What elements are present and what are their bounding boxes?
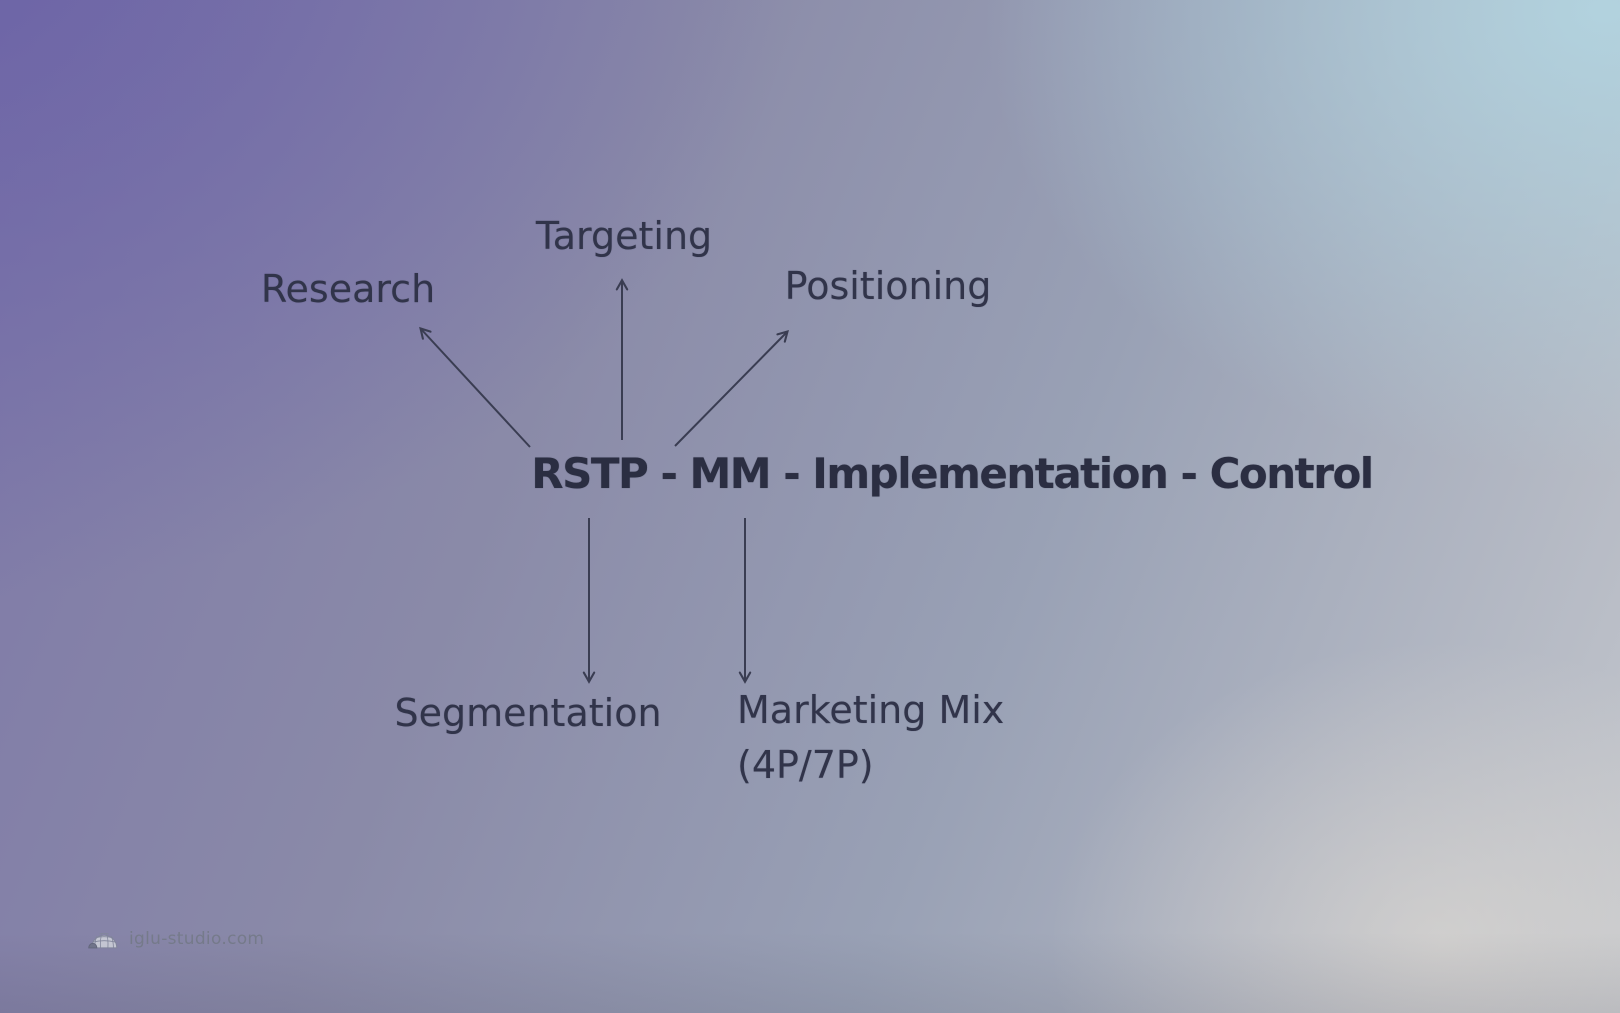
watermark: iglu-studio.com <box>88 928 264 950</box>
node-targeting: Targeting <box>535 214 713 258</box>
node-positioning: Positioning <box>784 264 992 308</box>
arrow-to-research <box>419 326 531 448</box>
node-research: Research <box>260 267 436 311</box>
central-process-title: RSTP - MM - Implementation - Control <box>531 449 1374 498</box>
igloo-icon <box>88 928 120 950</box>
node-marketing-mix-line1: Marketing Mix <box>737 688 1005 732</box>
node-marketing-mix-line2: (4P/7P) <box>737 743 874 787</box>
node-marketing-mix: Marketing Mix (4P/7P) <box>737 691 1004 784</box>
watermark-text: iglu-studio.com <box>129 929 265 949</box>
arrow-to-positioning <box>674 329 789 447</box>
node-segmentation: Segmentation <box>394 691 662 735</box>
